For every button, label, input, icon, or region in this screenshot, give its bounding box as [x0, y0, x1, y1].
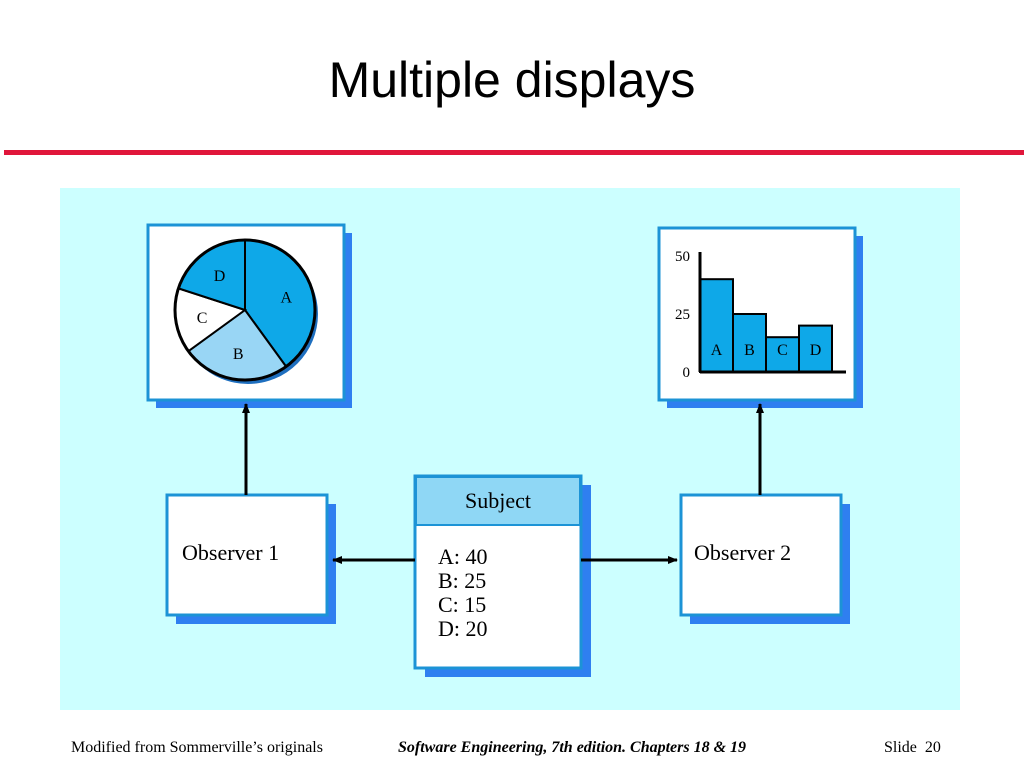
subject-line-c: C: 15 [438, 592, 486, 617]
footer-slide-label: Slide [884, 739, 917, 756]
footer-slide-number-value: 20 [925, 739, 941, 756]
pie-label-c: C [197, 310, 208, 327]
bar-ytick-50: 50 [675, 249, 690, 265]
footer-center: Software Engineering, 7th edition. Chapt… [398, 739, 746, 757]
pie-label-b: B [233, 346, 244, 363]
subject-line-d: D: 20 [438, 616, 488, 641]
pie-label-d: D [214, 268, 226, 285]
bar-label-d: D [810, 342, 822, 359]
footer-slide-number: Slide 20 [884, 739, 941, 757]
bar-ytick-25: 25 [675, 307, 690, 323]
observer2-label: Observer 2 [694, 540, 791, 565]
bar-label-b: B [744, 342, 755, 359]
footer-left: Modified from Sommerville’s originals [71, 739, 323, 757]
bar-ytick-0: 0 [683, 365, 691, 381]
slide-title: Multiple displays [0, 55, 1024, 105]
subject-header: Subject [465, 488, 531, 513]
pie-chart: A B C D [175, 240, 318, 384]
bar-label-a: A [711, 342, 723, 359]
subject-line-a: A: 40 [438, 544, 488, 569]
title-divider [4, 150, 1024, 155]
pie-chart-box: A B C D [148, 225, 352, 408]
subject-line-b: B: 25 [438, 568, 486, 593]
observer-pattern-diagram: A B C D 0 25 50A B C D Observer 1 Observer 2 Sub… [60, 188, 960, 710]
pie-label-a: A [280, 290, 292, 307]
bar-chart-box: 0 25 50A B C D [659, 228, 863, 408]
observer1-label: Observer 1 [182, 540, 279, 565]
subject-box: Subject A: 40 B: 25 C: 15 D: 20 [415, 476, 591, 677]
observer2-box: Observer 2 [681, 495, 850, 624]
bar-label-c: C [777, 342, 788, 359]
observer1-box: Observer 1 [167, 495, 336, 624]
